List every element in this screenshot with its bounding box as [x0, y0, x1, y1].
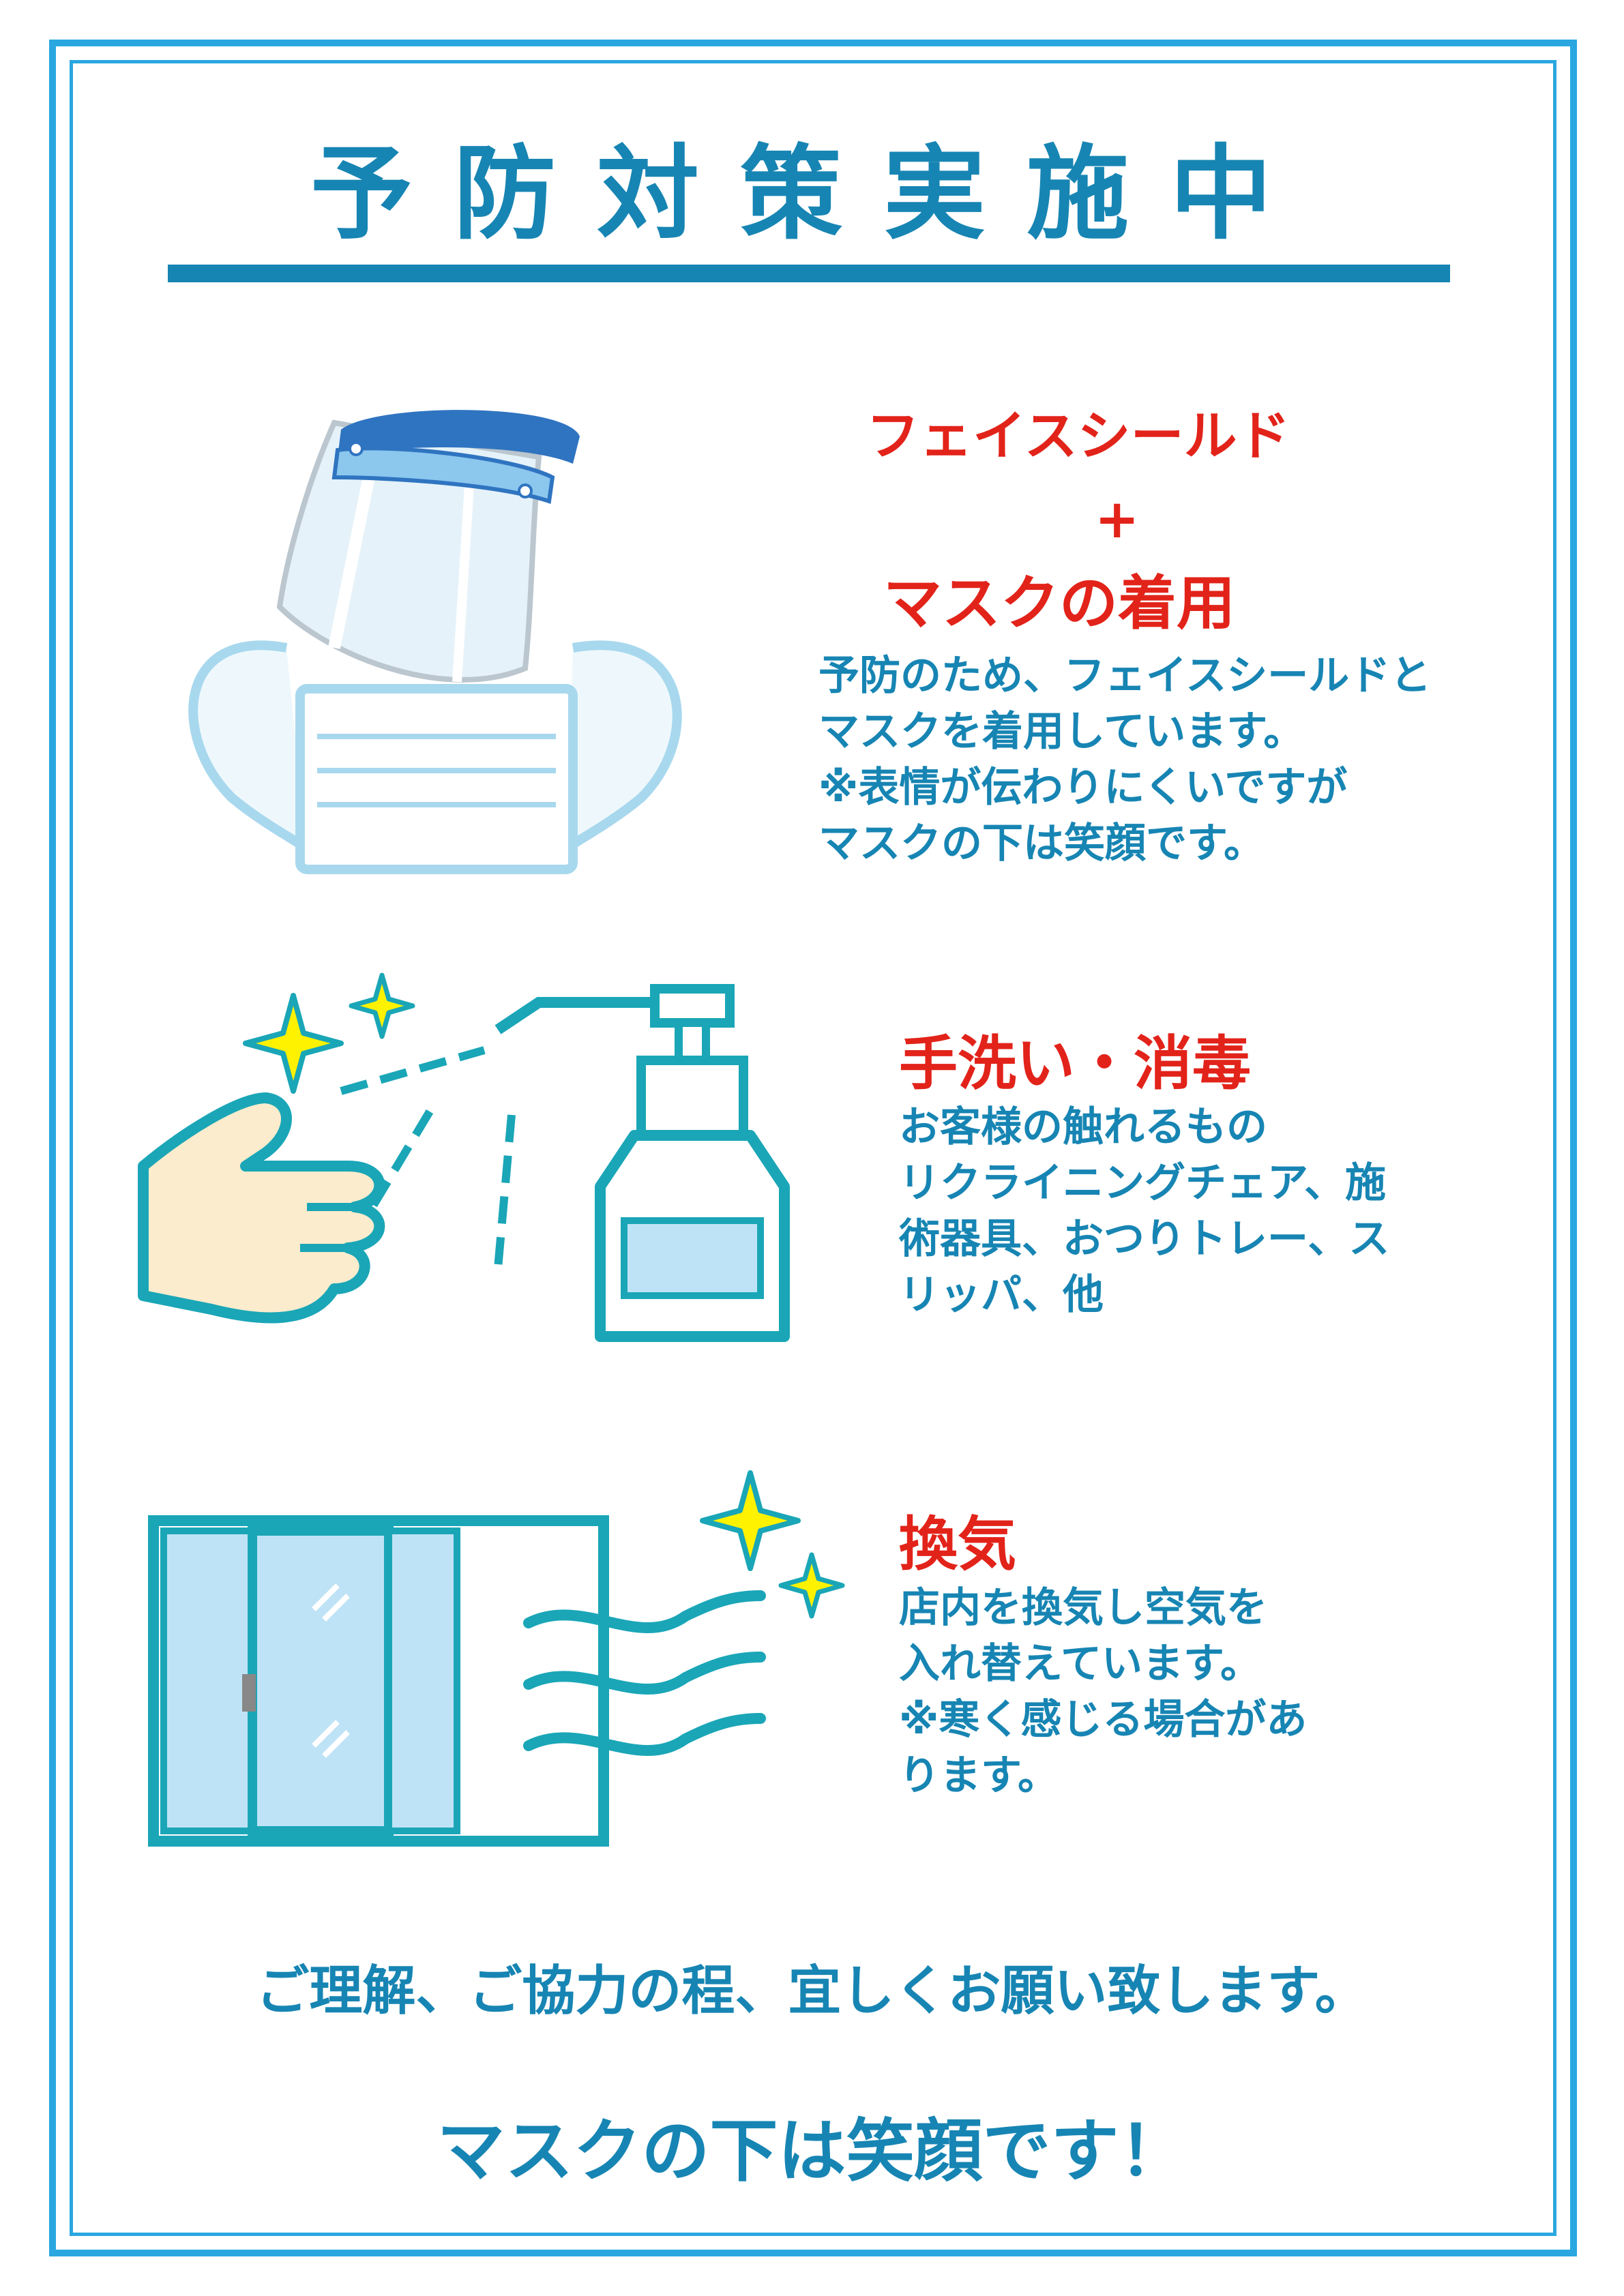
- section-1-body-line: マスクを着用しています。: [818, 708, 1305, 756]
- open-window-icon: [148, 1470, 845, 1847]
- section-2-heading: 手洗い・消毒: [899, 1030, 1251, 1098]
- section-2-body-line: リクライニングチェア、施: [899, 1159, 1386, 1207]
- section-3-body-line: ※寒く感じる場合があ: [899, 1696, 1308, 1744]
- section-3-body-line: 入れ替えています。: [899, 1640, 1261, 1688]
- section-3-heading: 換気: [899, 1510, 1016, 1579]
- section-2-body-line: 術器具、おつりトレー、ス: [899, 1215, 1390, 1263]
- section-3-body: 店内を換気し空気を 入れ替えています。 ※寒く感じる場合があ ります。: [899, 1580, 1307, 1804]
- inner-frame: [70, 60, 1556, 2236]
- section-3-body-line: ります。: [899, 1752, 1059, 1800]
- outer-frame: [49, 40, 1577, 2256]
- section-1-body: 予防のため、フェイスシールドと マスクを着用しています。 ※表情が伝わりにくいで…: [818, 648, 1431, 871]
- section-2-body-line: お客様の触れるもの: [899, 1103, 1267, 1151]
- hand-sanitizer-icon: [138, 972, 790, 1342]
- section-3-body-line: 店内を換気し空気を: [899, 1584, 1267, 1632]
- section-1-body-line: マスクの下は笑顔です。: [818, 820, 1265, 867]
- face-shield-mask-icon: [188, 410, 682, 874]
- section-2-body-line: リッパ、他: [899, 1271, 1104, 1319]
- footer-smile-message: マスクの下は笑顔です！: [437, 2111, 1187, 2191]
- section-2-body: お客様の触れるもの リクライニングチェア、施 術器具、おつりトレー、ス リッパ、…: [899, 1099, 1389, 1323]
- section-1-heading-plus: +: [1095, 489, 1140, 550]
- footer-thanks: ご理解、ご協力の程、宜しくお願い致します。: [256, 1960, 1368, 2022]
- section-1-heading-line-1: フェイスシールド: [866, 406, 1290, 467]
- title-underline: [168, 265, 1450, 282]
- page-title: 予防対策実施中: [310, 135, 1313, 254]
- section-1-body-line: ※表情が伝わりにくいですが: [818, 764, 1348, 811]
- section-1-body-line: 予防のため、フェイスシールドと: [818, 652, 1432, 700]
- section-1-heading-line-2: マスクの着用: [883, 569, 1235, 638]
